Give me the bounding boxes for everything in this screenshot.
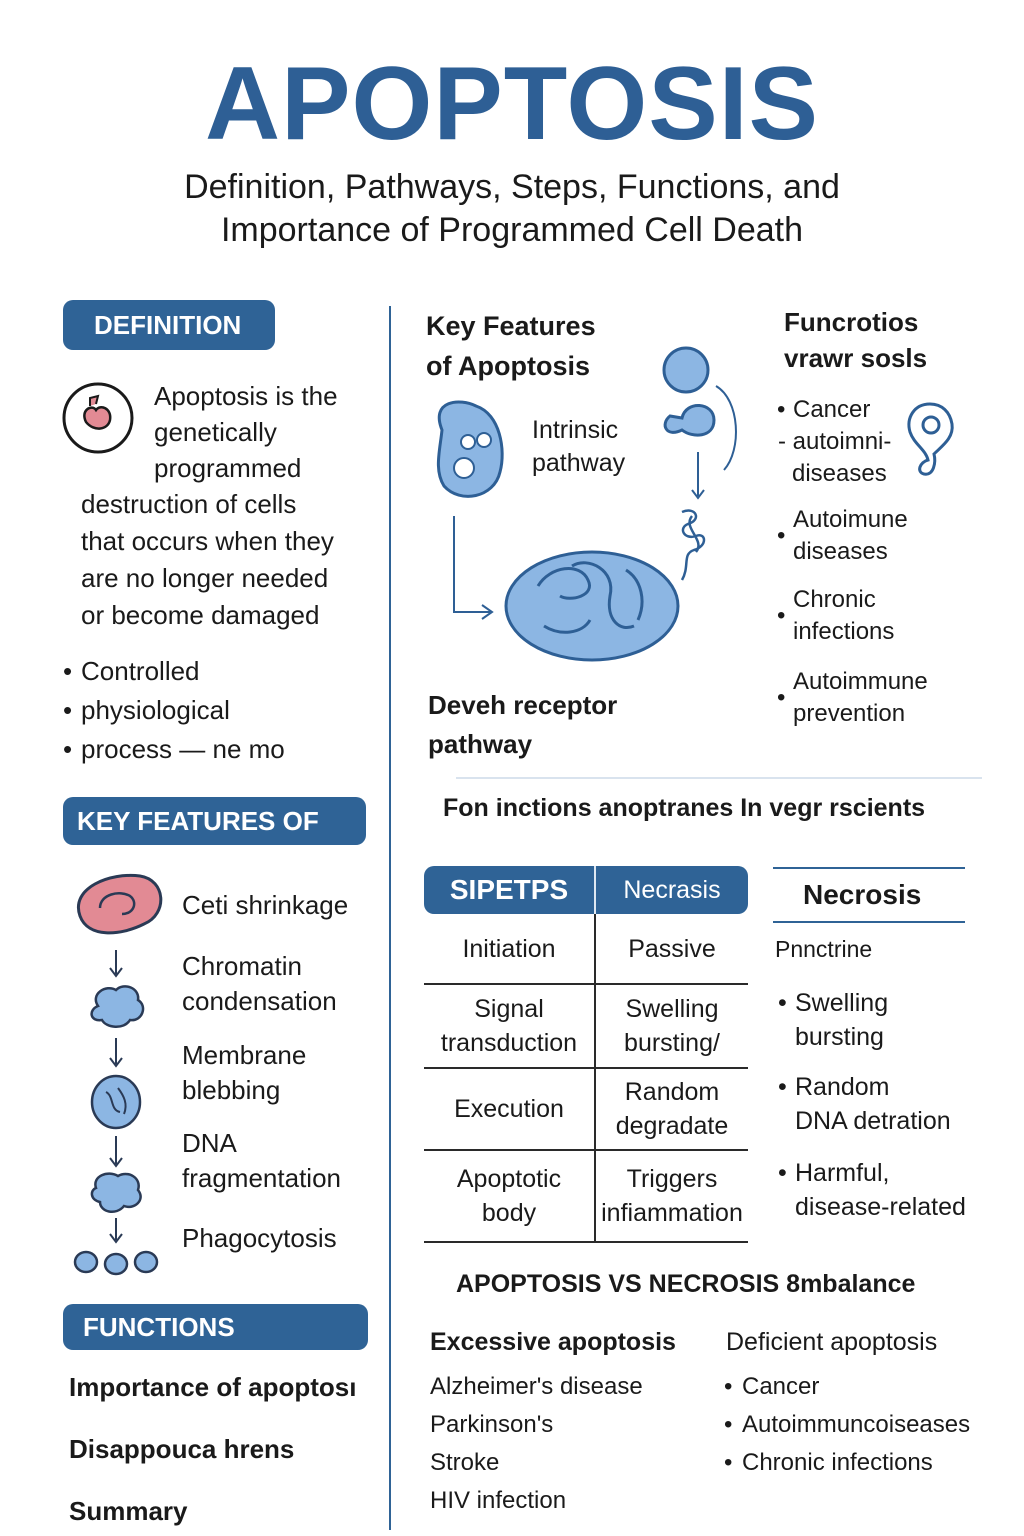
- functions-heading: FUNCTIONS: [63, 1304, 368, 1350]
- functions-list: Importance of apoptosı Disappouca hrens …: [69, 1372, 379, 1527]
- column-divider: [389, 306, 391, 1530]
- arrow-down-icon: [109, 1218, 123, 1244]
- receptor-pathway-label: Deveh receptor pathway: [428, 690, 618, 759]
- functions-item: Disappouca hrens: [69, 1434, 295, 1464]
- functions-right-list: Cancer - autoimni- diseases Autoimune di…: [778, 396, 928, 727]
- mitochondria-cell-icon: [504, 550, 680, 662]
- blebbing-cell-icon: [90, 1074, 142, 1130]
- step-chromatin-condensation: Chromatin condensation: [182, 951, 337, 1016]
- table-header-row: SIPETPS Necrasis: [424, 866, 748, 914]
- functions-item: Importance of apoptosı: [69, 1372, 357, 1402]
- arrow-down-icon: [109, 1038, 123, 1068]
- table-header-steps: SIPETPS: [424, 866, 596, 914]
- section-divider: [456, 777, 982, 779]
- mid-caption: Fon inctions anoptranes In vegr rscients: [443, 794, 926, 822]
- excessive-heading: Excessive apoptosis: [430, 1328, 676, 1356]
- fragmented-cell-icon: [90, 1172, 142, 1214]
- page-subtitle: Definition, Pathways, Steps, Functions, …: [184, 168, 840, 249]
- intrinsic-pathway-label: Intrinsic pathway: [532, 416, 626, 477]
- pathways-heading: Key Features of Apoptosis: [426, 311, 596, 381]
- bullet-dots: • • • •: [777, 396, 786, 711]
- page-title: APOPTOSIS: [205, 46, 819, 162]
- cell-death-icon: [62, 382, 134, 454]
- condensed-cell-icon: [90, 985, 145, 1028]
- list-item: Alzheimer's disease: [430, 1373, 643, 1400]
- definition-text-cont: destruction of cells that occurs when th…: [81, 489, 334, 630]
- table-header-necrosis: Necrasis: [595, 866, 748, 914]
- necrosis-rule-bottom: [773, 921, 965, 923]
- necrosis-heading: Necrosis: [803, 879, 922, 910]
- deficient-heading: Deficient apoptosis: [726, 1328, 938, 1356]
- arrow-icon: [453, 516, 494, 620]
- list-item: HIV infection: [430, 1487, 567, 1514]
- step-phagocytosis: Phagocytosis: [182, 1223, 337, 1253]
- apoptotic-bodies-icon: [73, 1250, 159, 1276]
- intrinsic-cell-icon: [436, 400, 504, 498]
- necrosis-sub: Pnnctrine: [775, 936, 873, 962]
- definition-text: Apoptosis is the genetically programmed: [154, 381, 338, 483]
- receptor-cells-icon: [662, 346, 737, 471]
- excessive-list: Alzheimer's disease Parkinson's Stroke H…: [430, 1368, 643, 1520]
- list-item: Cancer: [724, 1368, 1014, 1406]
- dna-strand-icon: [680, 509, 706, 581]
- arrow-down-icon: [109, 1136, 123, 1168]
- arrow-down-icon: [109, 950, 123, 978]
- shrinking-cell-icon: [76, 873, 163, 935]
- definition-bullets: Controlled physiological process — ne mo: [63, 652, 383, 769]
- functions-item: Summary: [69, 1496, 188, 1526]
- apoptosis-steps-illustration: [73, 873, 163, 1276]
- list-item: Autoimmuncoiseases: [724, 1406, 1014, 1444]
- arrow-down-icon: [691, 452, 705, 500]
- table-row: Initiation Passive: [424, 914, 748, 985]
- list-item: Parkinson's: [430, 1411, 554, 1438]
- step-dna-fragmentation: DNA fragmentation: [182, 1128, 341, 1193]
- step-membrane-blebbing: Membrane blebbing: [182, 1040, 307, 1105]
- deficient-list: Cancer Autoimmuncoiseases Chronic infect…: [724, 1368, 1014, 1482]
- step-cell-shrinkage: Ceti shrinkage: [182, 890, 349, 920]
- functions-right-heading: Funcrotios vrawr sosls: [784, 307, 928, 373]
- necrosis-rule-top: [773, 867, 965, 869]
- comparison-table: SIPETPS Necrasis Initiation Passive Sign…: [424, 866, 748, 1243]
- key-features-heading: KEY FEATURES OF: [63, 797, 366, 845]
- list-item: Chronic infections: [724, 1444, 1014, 1482]
- imbalance-heading: APOPTOSIS VS NECROSIS 8mbalance: [456, 1270, 916, 1298]
- map-pin-icon: [907, 402, 954, 476]
- list-item: Stroke: [430, 1449, 500, 1476]
- necrosis-bullets: •Swelling bursting •Random DNA detration…: [778, 989, 966, 1221]
- pathway-diagram: [436, 346, 737, 662]
- definition-heading: DEFINITION: [63, 300, 275, 350]
